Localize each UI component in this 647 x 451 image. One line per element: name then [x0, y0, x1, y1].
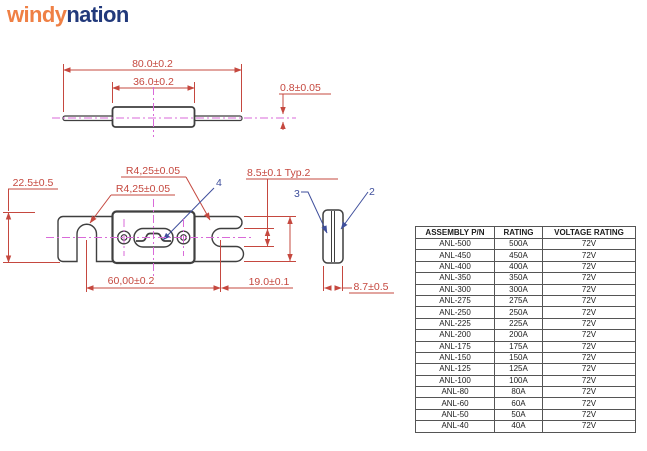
top-view: 80.0±0.2 36.0±0.2 0.8±0.05	[62, 58, 331, 130]
dim-overall-length: 80.0±0.2	[132, 58, 173, 70]
callout-2: 2	[369, 186, 375, 198]
callout-3: 3	[294, 188, 300, 200]
right-terminal	[190, 215, 245, 263]
dim-end-offset: 19.0±0.1	[249, 276, 290, 288]
table-header-row: ASSEMBLY P/N RATING VOLTAGE RATING	[415, 226, 636, 239]
left-terminal	[57, 215, 118, 263]
front-view: 22.5±0.5 R4,25±0.05 R4,25±0.05 8.5±0.1 T…	[3, 165, 338, 292]
col-header-assembly-pn: ASSEMBLY P/N	[415, 226, 495, 239]
windynation-logo: windynation	[7, 2, 129, 28]
side-view: 3 2 8.7±0.5	[294, 186, 394, 294]
logo-nation: nation	[66, 2, 129, 27]
dim-hole-spacing: 60,00±0.2	[108, 275, 155, 287]
dim-strip-thickness: 0.8±0.05	[280, 82, 321, 94]
dim-radius-upper: R4,25±0.05	[126, 165, 180, 177]
side-profile	[322, 209, 344, 264]
logo-windy: windy	[7, 2, 67, 27]
dim-radius-lower: R4,25±0.05	[116, 183, 170, 195]
fuse-spec-table: ASSEMBLY P/N RATING VOLTAGE RATING ANL-5…	[415, 226, 636, 433]
dim-body-height: 22.5±0.5	[13, 177, 54, 189]
dim-slot-width: 8.5±0.1 Typ.2	[247, 167, 311, 179]
col-header-rating: RATING	[494, 226, 543, 239]
dim-body-length: 36.0±0.2	[133, 76, 174, 88]
callout-4: 4	[216, 177, 222, 189]
dim-side-thickness: 8.7±0.5	[354, 281, 389, 293]
col-header-voltage-rating: VOLTAGE RATING	[542, 226, 636, 239]
centerlines	[46, 87, 296, 277]
